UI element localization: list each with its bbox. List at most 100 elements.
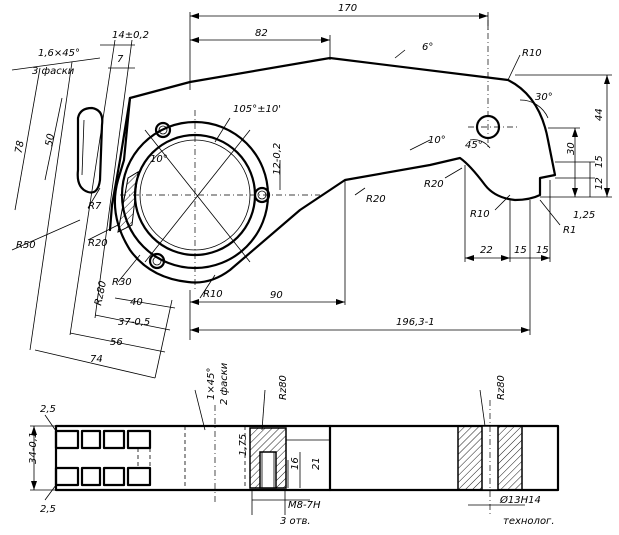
tooth xyxy=(80,429,102,450)
leader-r30 xyxy=(117,254,141,283)
dim-74: 74 xyxy=(90,354,103,365)
arrow xyxy=(465,255,474,261)
ext-slant-mid xyxy=(69,39,116,336)
arrow xyxy=(541,255,550,261)
left-arm-edge xyxy=(108,96,132,232)
angle-10b xyxy=(409,139,431,151)
dim-1x45: 1×45° xyxy=(206,368,217,400)
dim-line-78 xyxy=(14,67,41,211)
dim-line-50 xyxy=(44,97,63,181)
dim-170: 170 xyxy=(338,3,357,14)
dim-125: 1,25 xyxy=(573,210,595,221)
tooth xyxy=(102,429,126,450)
dim-r20-c: R20 xyxy=(88,238,108,249)
top-view: 170 82 6° 14±0,2 7 1,6×45° 3 фаски 78 50… xyxy=(11,3,612,379)
tooth xyxy=(54,429,80,450)
arrow xyxy=(336,299,345,305)
arrow xyxy=(604,75,610,84)
dim-16-sec: 16 xyxy=(290,457,301,470)
arrow xyxy=(604,188,610,197)
hatched-face xyxy=(117,171,139,233)
dim-10deg-a: 10° xyxy=(150,154,168,165)
leader-105 xyxy=(214,117,231,143)
bolt-hole-3 xyxy=(148,252,166,270)
dim-line-37 xyxy=(94,314,171,331)
angle-30-arc xyxy=(519,99,549,119)
dim-44: 44 xyxy=(594,108,605,121)
leader-r10-mid xyxy=(494,194,511,211)
dim-line-56 xyxy=(69,332,166,353)
tooth xyxy=(54,466,80,487)
tooth xyxy=(126,429,152,450)
dim-25-top: 2,5 xyxy=(40,404,56,415)
arrow xyxy=(321,37,330,43)
thread-hole xyxy=(259,451,277,489)
ext-slant-left xyxy=(29,61,73,351)
dim-line-74 xyxy=(34,349,156,379)
angle-45-arc xyxy=(469,139,491,149)
leader-1x45 xyxy=(194,389,206,431)
arrow xyxy=(190,327,199,333)
section-outline xyxy=(54,424,560,492)
bolt-hole-1-inner xyxy=(158,125,168,135)
dim-6deg: 6° xyxy=(422,42,433,53)
bolt-hole-3-inner xyxy=(152,256,162,266)
dim-r30: R30 xyxy=(112,277,132,288)
arrow xyxy=(190,37,199,43)
leader-fasks xyxy=(11,57,101,71)
label-3-fasks: 3 фаски xyxy=(32,66,75,77)
leader-25-top xyxy=(44,414,57,432)
dim-r50: R50 xyxy=(16,240,36,251)
dim-15b: 15 xyxy=(536,245,549,256)
dim-50: 50 xyxy=(44,133,57,147)
dim-7: 7 xyxy=(117,54,124,65)
arrow xyxy=(572,128,578,137)
arrow xyxy=(31,481,37,490)
angle-6 xyxy=(394,49,406,59)
label-3-holes: 3 отв. xyxy=(280,516,311,527)
arrow xyxy=(190,299,199,305)
dim-40: 40 xyxy=(130,297,143,308)
dim-m8: M8-7H xyxy=(288,500,321,511)
tooth xyxy=(126,466,152,487)
ext-slant-mid2 xyxy=(94,39,133,319)
slot-inner xyxy=(81,119,85,176)
dim-105deg: 105°±10' xyxy=(233,104,281,115)
dim-12-right: 12 xyxy=(594,177,605,190)
dim-r10-mid: R10 xyxy=(470,209,490,220)
dim-14: 14±0,2 xyxy=(112,30,149,41)
label-techn: технолог. xyxy=(503,516,555,527)
leader-r20 xyxy=(87,224,119,241)
leader-r10-bot xyxy=(199,274,216,299)
dim-r20-b: R20 xyxy=(424,179,444,190)
dim-10deg-b: 10° xyxy=(428,135,446,146)
dim-r7: R7 xyxy=(88,201,102,212)
arrow xyxy=(479,13,488,19)
leader-25-bot xyxy=(44,484,57,501)
bolt-hole-1 xyxy=(154,121,172,139)
ext-slant-right xyxy=(154,299,173,379)
leader-r7 xyxy=(87,187,101,209)
part-outline xyxy=(113,56,557,284)
arrow xyxy=(31,426,37,435)
arrow xyxy=(521,327,530,333)
leader-r1 xyxy=(539,199,561,226)
arrow xyxy=(190,13,199,19)
dim-90: 90 xyxy=(270,290,283,301)
leader-r20-b xyxy=(444,167,463,179)
leader-r50 xyxy=(11,219,81,251)
label-2-fasks: 2 фаски xyxy=(219,362,230,405)
arrow xyxy=(501,255,510,261)
section-view: 2,5 34-0,1 2,5 1×45° 2 фаски Rz80 1,75 1… xyxy=(28,362,560,527)
dim-r10-bot: R10 xyxy=(203,289,223,300)
leader-rz80-c xyxy=(479,389,486,427)
dim-r1: R1 xyxy=(563,225,576,236)
tooth xyxy=(80,466,102,487)
dim-37: 37-0,5 xyxy=(118,317,150,328)
dim-56: 56 xyxy=(110,337,123,348)
leader-r20-a xyxy=(354,187,366,196)
dim-16x45: 1,6×45° xyxy=(38,48,80,59)
dim-45deg: 45° xyxy=(465,140,483,151)
arrow xyxy=(572,188,578,197)
